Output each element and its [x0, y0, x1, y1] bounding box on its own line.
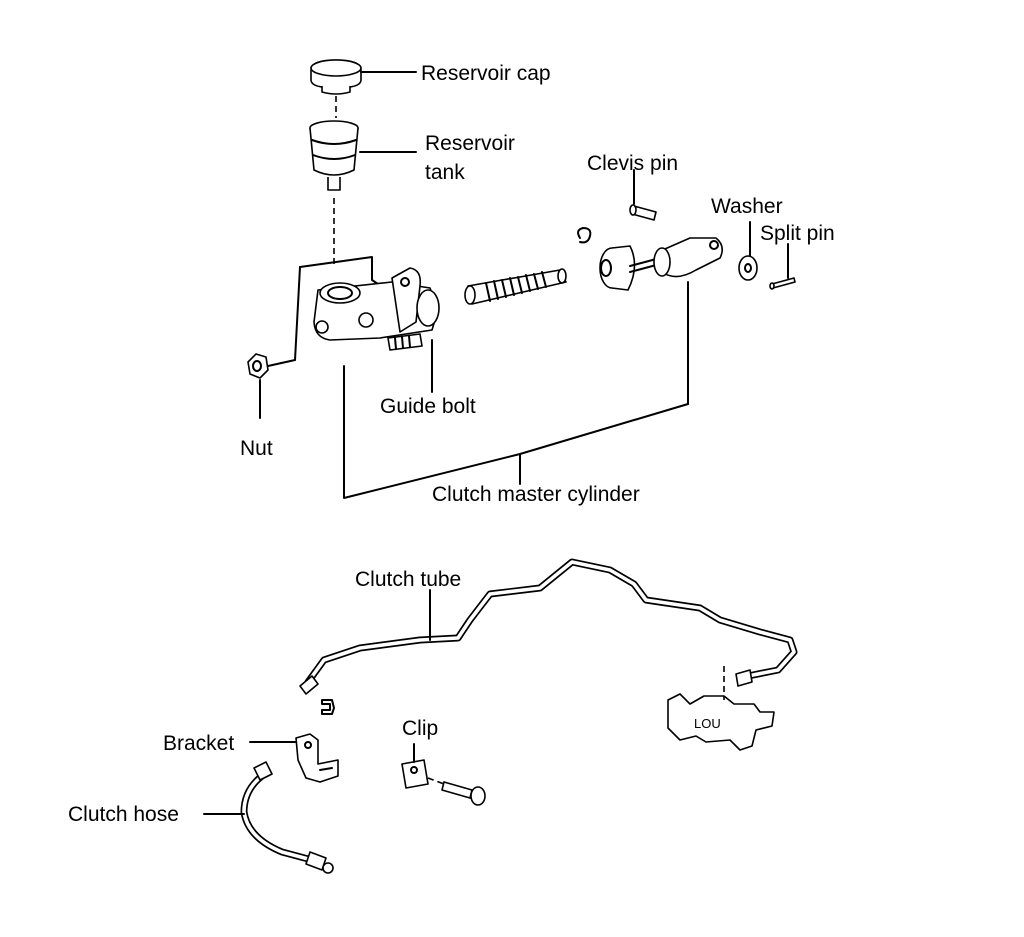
- nut-part: [247, 353, 269, 379]
- reservoir-tank-part: [309, 120, 417, 191]
- clevis-pin-part: [629, 204, 657, 221]
- reservoir-cap-part: [310, 59, 362, 95]
- label-guide-bolt: Guide bolt: [380, 395, 476, 418]
- label-reservoir-tank-1: Reservoir: [425, 132, 515, 155]
- label-washer: Washer: [711, 195, 783, 218]
- split-pin-part: [769, 277, 796, 290]
- label-split-pin: Split pin: [760, 222, 835, 245]
- label-clevis-pin: Clevis pin: [587, 152, 678, 175]
- bracket-part: [295, 733, 339, 783]
- label-clutch-tube: Clutch tube: [355, 568, 461, 591]
- washer-part: [738, 255, 758, 281]
- label-clip: Clip: [402, 717, 438, 740]
- small-clip-ring-part: [577, 227, 592, 244]
- clip-bolt-part: [441, 781, 486, 806]
- label-reservoir-cap: Reservoir cap: [421, 62, 551, 85]
- housing-marking: LOU: [694, 716, 721, 731]
- clip-part: [401, 759, 429, 789]
- leader-to-nut: [294, 266, 301, 361]
- clutch-tube-part: [299, 558, 798, 695]
- master-cylinder-part: [313, 267, 440, 351]
- axis-clip-bolt: [427, 777, 445, 785]
- label-bracket: Bracket: [163, 732, 234, 755]
- label-clutch-hose: Clutch hose: [68, 803, 179, 826]
- label-reservoir-tank-2: tank: [425, 161, 465, 184]
- label-clutch-master-cylinder: Clutch master cylinder: [432, 483, 640, 506]
- release-cylinder-part: LOU: [667, 666, 775, 751]
- clevis-yoke-part: [599, 237, 724, 291]
- label-nut: Nut: [240, 437, 273, 460]
- push-rod-boot-part: [464, 268, 567, 305]
- clutch-hose-part: [240, 761, 334, 874]
- u-clip-part: [321, 699, 335, 715]
- leader-clutch-master-cylinder: [343, 365, 689, 499]
